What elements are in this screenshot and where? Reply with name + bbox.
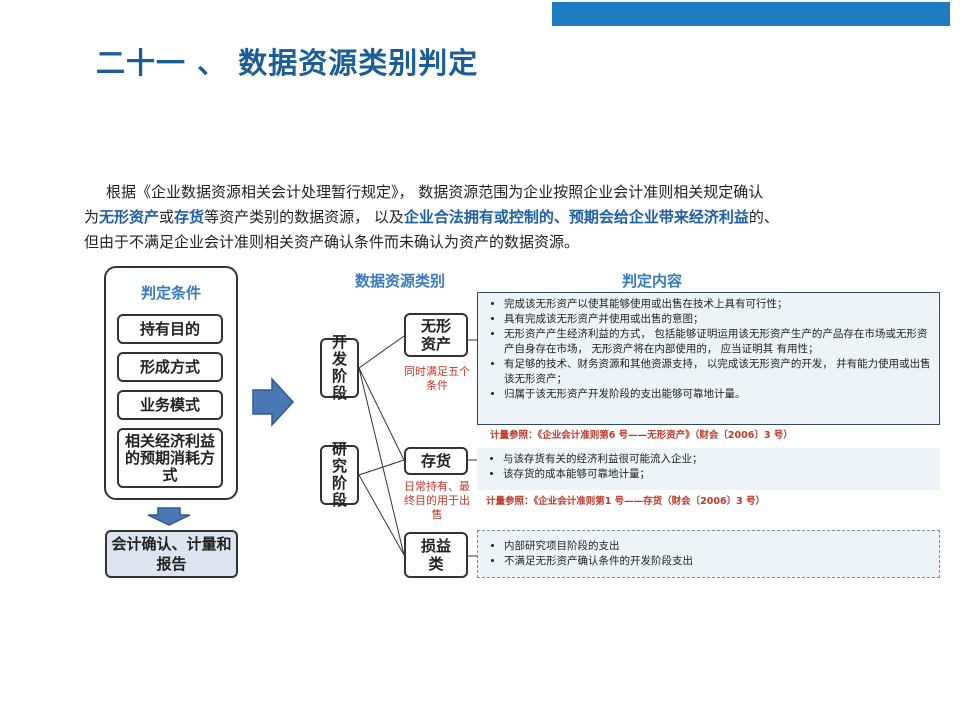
top-accent-bar (552, 2, 950, 26)
condition-business-model: 业务模式 (117, 390, 223, 420)
inventory-reference: 计量参照：《企业会计准则第1 号——存货（财会〔2006〕3 号） (486, 496, 766, 507)
intro-paragraph: 根据《企业数据资源相关会计处理暂行规定》， 数据资源范围为企业按照企业会计准则相… (84, 180, 914, 255)
intangible-reference: 计量参照：《企业会计准则第6 号——无形资产》（财会〔2006〕3 号） (490, 430, 793, 441)
intro-line-2: 为无形资产或存货等资产类别的数据资源， 以及企业合法拥有或控制的、预期会给企业带… (84, 208, 779, 226)
content-column-heading: 判定内容 (622, 272, 683, 290)
inventory-details-panel: 与该存货有关的经济利益很可能流入企业； 该存货的成本能够可靠地计量； (477, 448, 940, 490)
expense-item-2: 不满足无形资产确认条件的开发阶段支出 (504, 554, 933, 569)
highlight-intangible: 无形资产 (99, 208, 160, 226)
inventory-note: 日常持有、最终目的用于出售 (404, 480, 470, 521)
category-inventory: 存货 (404, 447, 468, 475)
connector-dev-expense (358, 367, 405, 556)
stage-development: 开发阶段 (320, 334, 359, 402)
conditions-heading: 判定条件 (140, 284, 201, 302)
page-title: 二十一 、 数据资源类别判定 (96, 46, 479, 80)
intangible-criterion-4: 有足够的技术、财务资源和其他资源支持， 以完成该无形资产的开发， 并有能力使用或… (504, 357, 933, 387)
condition-purpose: 持有目的 (117, 314, 223, 344)
category-expense: 损益类 (404, 532, 468, 578)
connector-dev-inventory (358, 367, 405, 461)
stage-research: 研究阶段 (320, 441, 359, 509)
category-column-heading: 数据资源类别 (355, 272, 446, 290)
highlight-economic-benefit: 企业合法拥有或控制的、预期会给企业带来经济利益 (403, 208, 749, 226)
condition-benefit-consumption: 相关经济利益的预期消耗方式 (117, 428, 223, 488)
accounting-result-box: 会计确认、计量和报告 (105, 530, 238, 578)
intro-line-3: 但由于不满足企业会计准则相关资产确认条件而未确认为资产的数据资源。 (84, 233, 580, 251)
connector-research-expense (358, 474, 405, 556)
highlight-inventory: 存货 (174, 208, 205, 226)
inventory-criterion-1: 与该存货有关的经济利益很可能流入企业； (503, 452, 934, 467)
right-arrow-icon (252, 377, 295, 427)
intro-line-1: 根据《企业数据资源相关会计处理暂行规定》， 数据资源范围为企业按照企业会计准则相… (106, 183, 764, 201)
down-arrow-icon (147, 507, 191, 526)
intangible-details-panel: 完成该无形资产以使其能够使用或出售在技术上具有可行性； 具有完成该无形资产并使用… (477, 292, 940, 425)
intangible-note: 同时满足五个条件 (404, 365, 470, 392)
connector-research-inventory (358, 459, 405, 476)
condition-formation: 形成方式 (117, 352, 223, 382)
conditions-panel (104, 266, 238, 500)
intangible-criterion-5: 归属于该无形资产开发阶段的支出能够可靠地计量。 (504, 387, 933, 402)
connector-dev-intangible (358, 335, 405, 369)
category-intangible: 无形资产 (404, 313, 468, 357)
inventory-criterion-2: 该存货的成本能够可靠地计量； (503, 467, 934, 482)
intangible-criterion-1: 完成该无形资产以使其能够使用或出售在技术上具有可行性； (504, 297, 933, 312)
intangible-criterion-3: 无形资产产生经济利益的方式， 包括能够证明运用该无形资产生产的产品存在市场或无形… (504, 327, 933, 357)
expense-details-panel: 内部研究项目阶段的支出 不满足无形资产确认条件的开发阶段支出 (477, 530, 940, 578)
expense-item-1: 内部研究项目阶段的支出 (504, 539, 933, 554)
intangible-criterion-2: 具有完成该无形资产并使用或出售的意图； (504, 312, 933, 327)
